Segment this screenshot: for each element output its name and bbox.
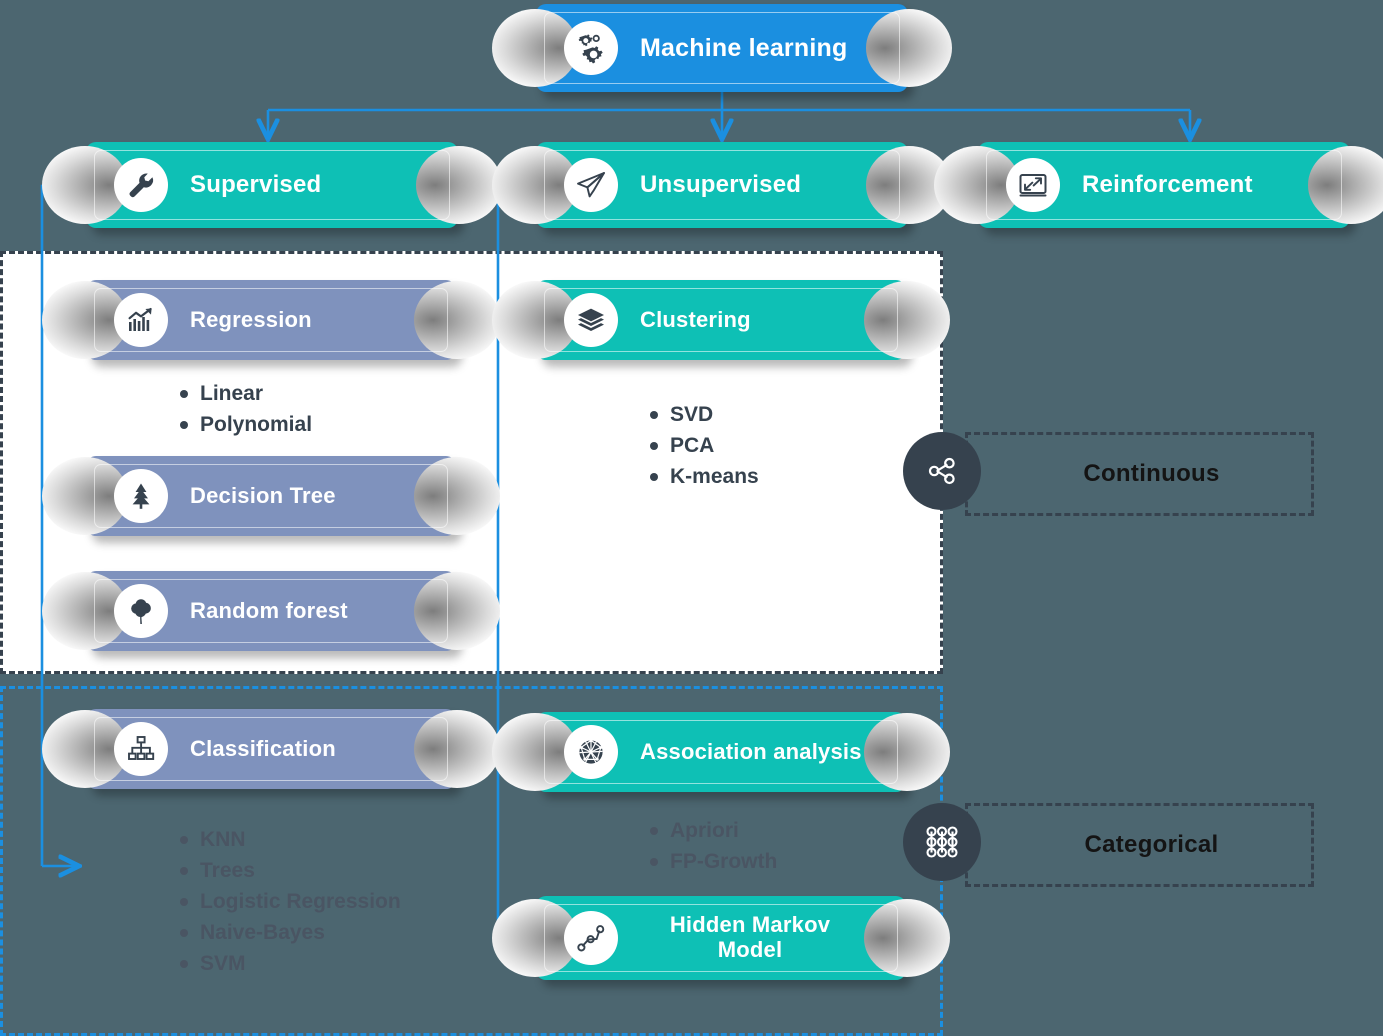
list-item: Logistic Regression — [178, 886, 401, 917]
list-item: Trees — [178, 855, 401, 886]
node-label: Random forest — [190, 597, 348, 623]
tag-categorical-box: Categorical — [965, 803, 1314, 887]
node-label: Classification — [190, 735, 336, 761]
list-item: KNN — [178, 824, 401, 855]
bullets-classification: KNN Trees Logistic Regression Naive-Baye… — [178, 824, 401, 979]
node-label: Unsupervised — [640, 170, 802, 198]
list-item: K-means — [648, 461, 759, 492]
list-item: PCA — [648, 430, 759, 461]
pine-tree-icon — [114, 469, 168, 523]
bullets-clustering: SVD PCA K-means — [648, 399, 759, 492]
node-association-analysis[interactable]: Association analysis — [492, 712, 950, 792]
network-globe-icon — [564, 725, 618, 779]
tag-categorical: Categorical — [903, 803, 1314, 887]
node-machine-learning[interactable]: Machine learning — [492, 4, 952, 92]
list-item: SVM — [178, 948, 401, 979]
gears-icon — [564, 21, 618, 75]
node-label: Association analysis — [640, 738, 862, 764]
node-clustering[interactable]: Clustering — [492, 280, 950, 360]
node-supervised[interactable]: Supervised — [42, 142, 502, 228]
list-item: Linear — [178, 378, 312, 409]
node-reinforcement[interactable]: Reinforcement — [934, 142, 1383, 228]
paper-plane-icon — [564, 158, 618, 212]
node-decision-tree[interactable]: Decision Tree — [42, 456, 500, 536]
list-item: Naive-Bayes — [178, 917, 401, 948]
tag-continuous-box: Continuous — [965, 432, 1314, 516]
dot-grid-icon — [903, 803, 981, 881]
tree-icon — [114, 584, 168, 638]
node-label: Decision Tree — [190, 482, 336, 508]
node-random-forest[interactable]: Random forest — [42, 571, 500, 651]
node-label: Clustering — [640, 306, 751, 332]
wrench-icon — [114, 158, 168, 212]
node-unsupervised[interactable]: Unsupervised — [492, 142, 952, 228]
list-item: Apriori — [648, 815, 777, 846]
bullets-association-analysis: Apriori FP-Growth — [648, 815, 777, 877]
node-label: Reinforcement — [1082, 170, 1253, 198]
tag-continuous: Continuous — [903, 432, 1314, 516]
hierarchy-icon — [114, 722, 168, 776]
tag-categorical-label: Categorical — [1084, 831, 1219, 858]
list-item: Polynomial — [178, 409, 312, 440]
node-label: Supervised — [190, 170, 322, 198]
chart-growth-icon — [114, 293, 168, 347]
node-label: Regression — [190, 306, 312, 332]
node-regression[interactable]: Regression — [42, 280, 500, 360]
node-label: Machine learning — [640, 34, 848, 62]
tag-continuous-label: Continuous — [1083, 460, 1220, 487]
layers-icon — [564, 293, 618, 347]
share-nodes-icon — [903, 432, 981, 510]
list-item: FP-Growth — [648, 846, 777, 877]
graph-nodes-icon — [564, 911, 618, 965]
node-classification[interactable]: Classification — [42, 709, 500, 789]
list-item: SVD — [648, 399, 759, 430]
bullets-regression: Linear Polynomial — [178, 378, 312, 440]
screen-arrows-icon — [1006, 158, 1060, 212]
